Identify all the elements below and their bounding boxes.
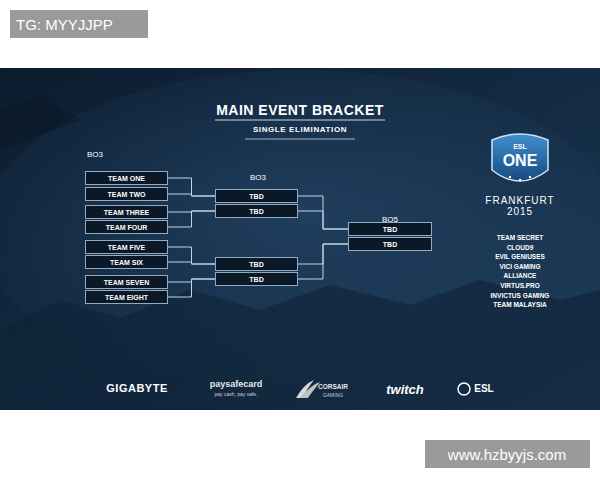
invited-team: VIRTUS.PRO [500, 283, 540, 290]
logo-star [509, 176, 511, 178]
bracket-connector [168, 247, 215, 264]
match-slot-box: TBD [215, 257, 298, 271]
team-box: TEAM SEVEN [85, 275, 168, 289]
invited-team: TEAM MALAYSIA [493, 302, 547, 309]
team-box: TEAM FOUR [85, 220, 168, 234]
logo-text: ESL [513, 143, 527, 150]
team-box: TEAM THREE [85, 205, 168, 219]
box-text: TBD [249, 261, 263, 268]
bracket-connector [298, 211, 348, 229]
box-text: TEAM TWO [107, 191, 145, 198]
esl-mark [458, 383, 470, 395]
box-text: TBD [249, 208, 263, 215]
watermark-text: www.hzbyyjs.com [448, 447, 566, 462]
watermark-text: TG: MYYJJPP [16, 17, 113, 32]
box-text: TEAM FOUR [106, 224, 148, 231]
logo-star [519, 179, 521, 181]
box-text: TEAM ONE [108, 175, 145, 182]
box-text: TEAM SEVEN [104, 279, 150, 286]
match-slot-box: TBD [215, 204, 298, 218]
invited-team: ALLIANCE [504, 273, 537, 280]
subtitle-rule [245, 139, 355, 140]
invited-team: TEAM SECRET [497, 235, 544, 242]
box-text: TBD [249, 193, 263, 200]
bracket-connector [168, 211, 215, 227]
subtitle: SINGLE ELIMINATION [253, 126, 347, 134]
match-slot-box: TBD [348, 237, 432, 251]
sponsor-logo: paysafecard [210, 380, 263, 389]
team-box: TEAM SIX [85, 255, 168, 269]
round-format: BO3 [250, 174, 266, 182]
team-box: TEAM FIVE [85, 240, 168, 254]
rock-silhouette [0, 280, 600, 410]
sponsor-logo: ESL [474, 384, 493, 394]
bracket-connector [168, 262, 215, 264]
logo-text: ONE [503, 153, 538, 169]
corsair-sail [300, 382, 320, 398]
bracket-connector [298, 244, 348, 279]
bracket-connector [168, 178, 215, 196]
invited-team: VICI GAMING [499, 264, 540, 271]
sponsor-logo: twitch [386, 383, 424, 396]
round-format: BO5 [382, 216, 398, 224]
sponsor-tagline: pay cash, pay safe. [214, 392, 257, 397]
bracket-connector [168, 279, 215, 297]
team-box: TEAM TWO [85, 187, 168, 201]
bracket-connector [168, 194, 215, 196]
bracket-connector [298, 196, 348, 229]
logo-star [529, 176, 531, 178]
box-text: TEAM FIVE [108, 244, 145, 251]
round-format: BO3 [87, 151, 103, 159]
match-slot-box: TBD [348, 222, 432, 236]
bracket-title: MAIN EVENT BRACKET [216, 103, 384, 117]
event-city: FRANKFURT [485, 196, 554, 206]
invited-team: EVIL GENIUSES [495, 254, 545, 261]
box-text: TBD [383, 241, 397, 248]
invited-team: CLOUD9 [507, 244, 534, 251]
logo-shield [492, 134, 548, 181]
sponsor-logo: GIGABYTE [106, 383, 167, 394]
rock-silhouette [0, 95, 80, 150]
box-text: TEAM EIGHT [105, 294, 148, 301]
invited-team: INVICTUS GAMING [491, 292, 550, 299]
box-text: TEAM SIX [110, 259, 143, 266]
watermark-panel [10, 10, 148, 38]
box-text: TBD [249, 276, 263, 283]
team-box: TEAM EIGHT [85, 290, 168, 304]
box-text: TEAM THREE [104, 209, 150, 216]
event-year: 2015 [507, 207, 533, 217]
title-rule [215, 120, 385, 121]
team-box: TEAM ONE [85, 171, 168, 185]
match-slot-box: TBD [215, 272, 298, 286]
watermark-panel [425, 440, 590, 468]
sponsor-logo: CORSAIR [318, 384, 348, 391]
box-text: TBD [383, 226, 397, 233]
sponsor-logo: GAMING [323, 393, 343, 398]
match-slot-box: TBD [215, 189, 298, 203]
